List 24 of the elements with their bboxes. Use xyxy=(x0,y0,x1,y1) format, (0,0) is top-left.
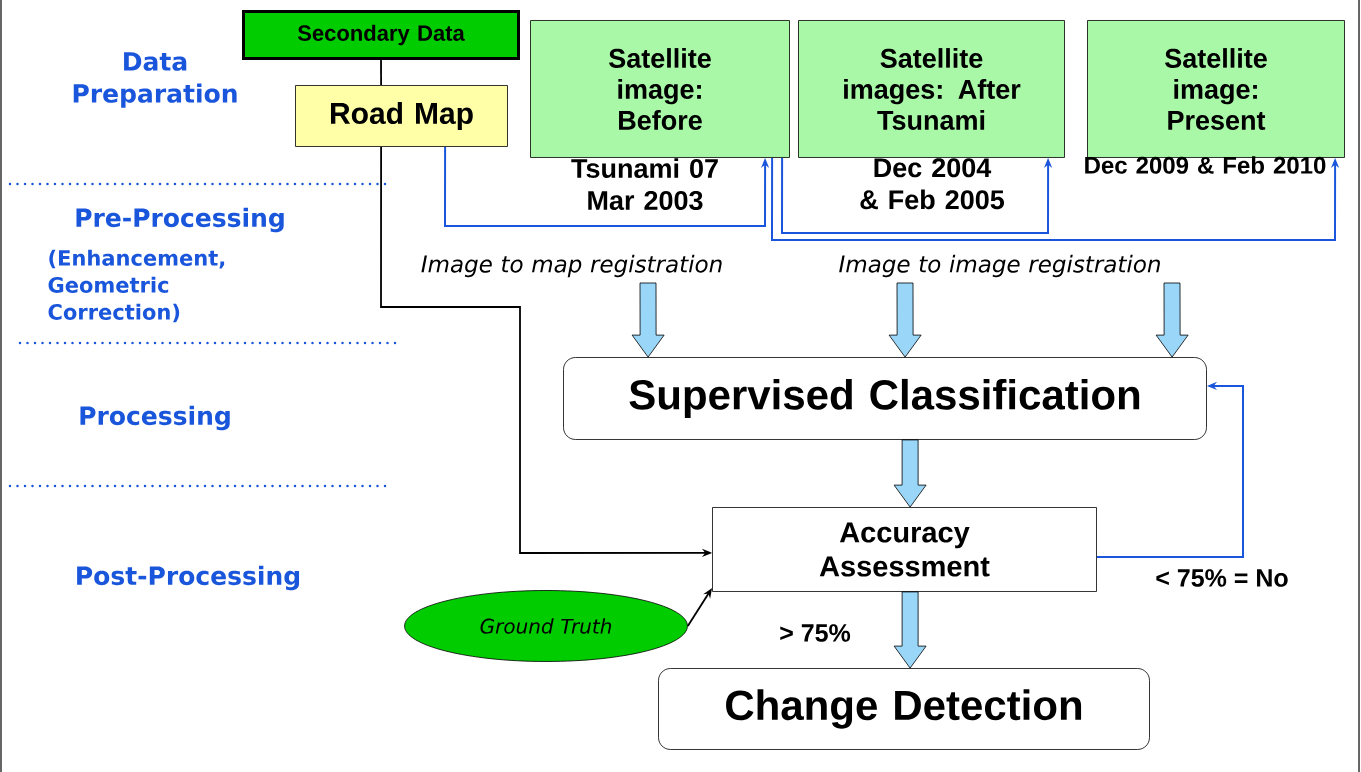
step-label: Image to map registration xyxy=(421,254,722,278)
date-caption: Dec 2004 & Feb 2005 xyxy=(860,158,1004,210)
process-box: Satellite images: After Tsunami xyxy=(798,20,1065,158)
section-heading: Data Preparation xyxy=(73,52,237,108)
edge-label: > 75% xyxy=(778,623,852,643)
section-heading: Processing xyxy=(80,405,230,431)
section-heading: (Enhancement, Geometric Correction) xyxy=(48,249,225,323)
process-box: Change Detection xyxy=(658,668,1150,750)
process-box: Road Map xyxy=(295,85,508,147)
step-label: Image to image registration xyxy=(839,254,1160,278)
section-heading: Post-Processing xyxy=(77,565,300,591)
process-box: Accuracy Assessment xyxy=(712,507,1097,592)
data-box: Secondary Data xyxy=(242,10,520,60)
process-box: Supervised Classification xyxy=(563,357,1207,440)
block-arrow xyxy=(888,282,922,358)
section-heading: Pre-Processing xyxy=(76,207,284,233)
date-caption: Dec 2009 & Feb 2010 xyxy=(1085,156,1326,174)
date-caption: Tsunami 07 Mar 2003 xyxy=(571,158,718,211)
process-box: Satellite image: Before xyxy=(530,20,790,158)
block-arrow xyxy=(893,591,927,669)
block-arrow xyxy=(1155,282,1189,358)
block-arrow xyxy=(893,439,927,508)
block-arrow xyxy=(631,282,665,358)
edge-label: < 75% = No xyxy=(1154,568,1290,588)
